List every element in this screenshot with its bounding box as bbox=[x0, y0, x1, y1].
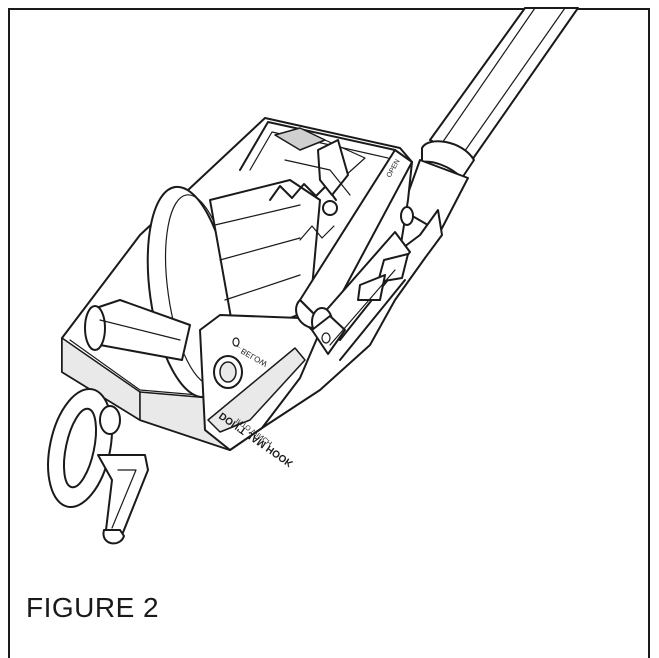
figure-frame bbox=[8, 8, 650, 658]
ratchet-pawl bbox=[284, 139, 351, 216]
release-lever: OPEN bbox=[295, 149, 414, 361]
drum-shaft bbox=[84, 299, 191, 361]
winch-handle bbox=[401, 7, 579, 233]
snap-hook bbox=[97, 454, 149, 545]
hook-eye bbox=[47, 387, 121, 509]
figure-caption: FIGURE 2 bbox=[26, 592, 160, 623]
